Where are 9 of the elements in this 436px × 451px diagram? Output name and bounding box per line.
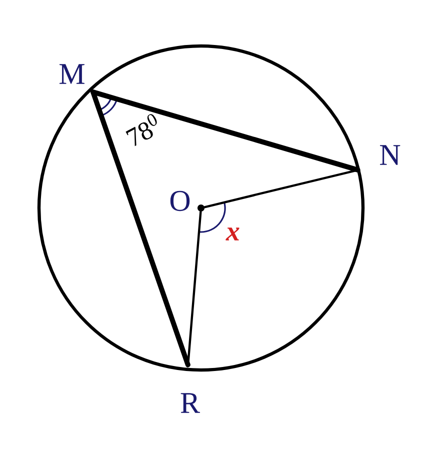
- point-label: O: [170, 190, 204, 212]
- line-segment: [90, 90, 360, 172]
- point-label: R: [180, 393, 200, 413]
- angle-label: x: [226, 228, 240, 240]
- angle-label: 78$^{0}$: [126, 114, 157, 146]
- line-segment: [204, 168, 359, 208]
- point-label: N: [380, 145, 400, 165]
- line-segment: [90, 90, 190, 368]
- point-label: M: [60, 64, 84, 84]
